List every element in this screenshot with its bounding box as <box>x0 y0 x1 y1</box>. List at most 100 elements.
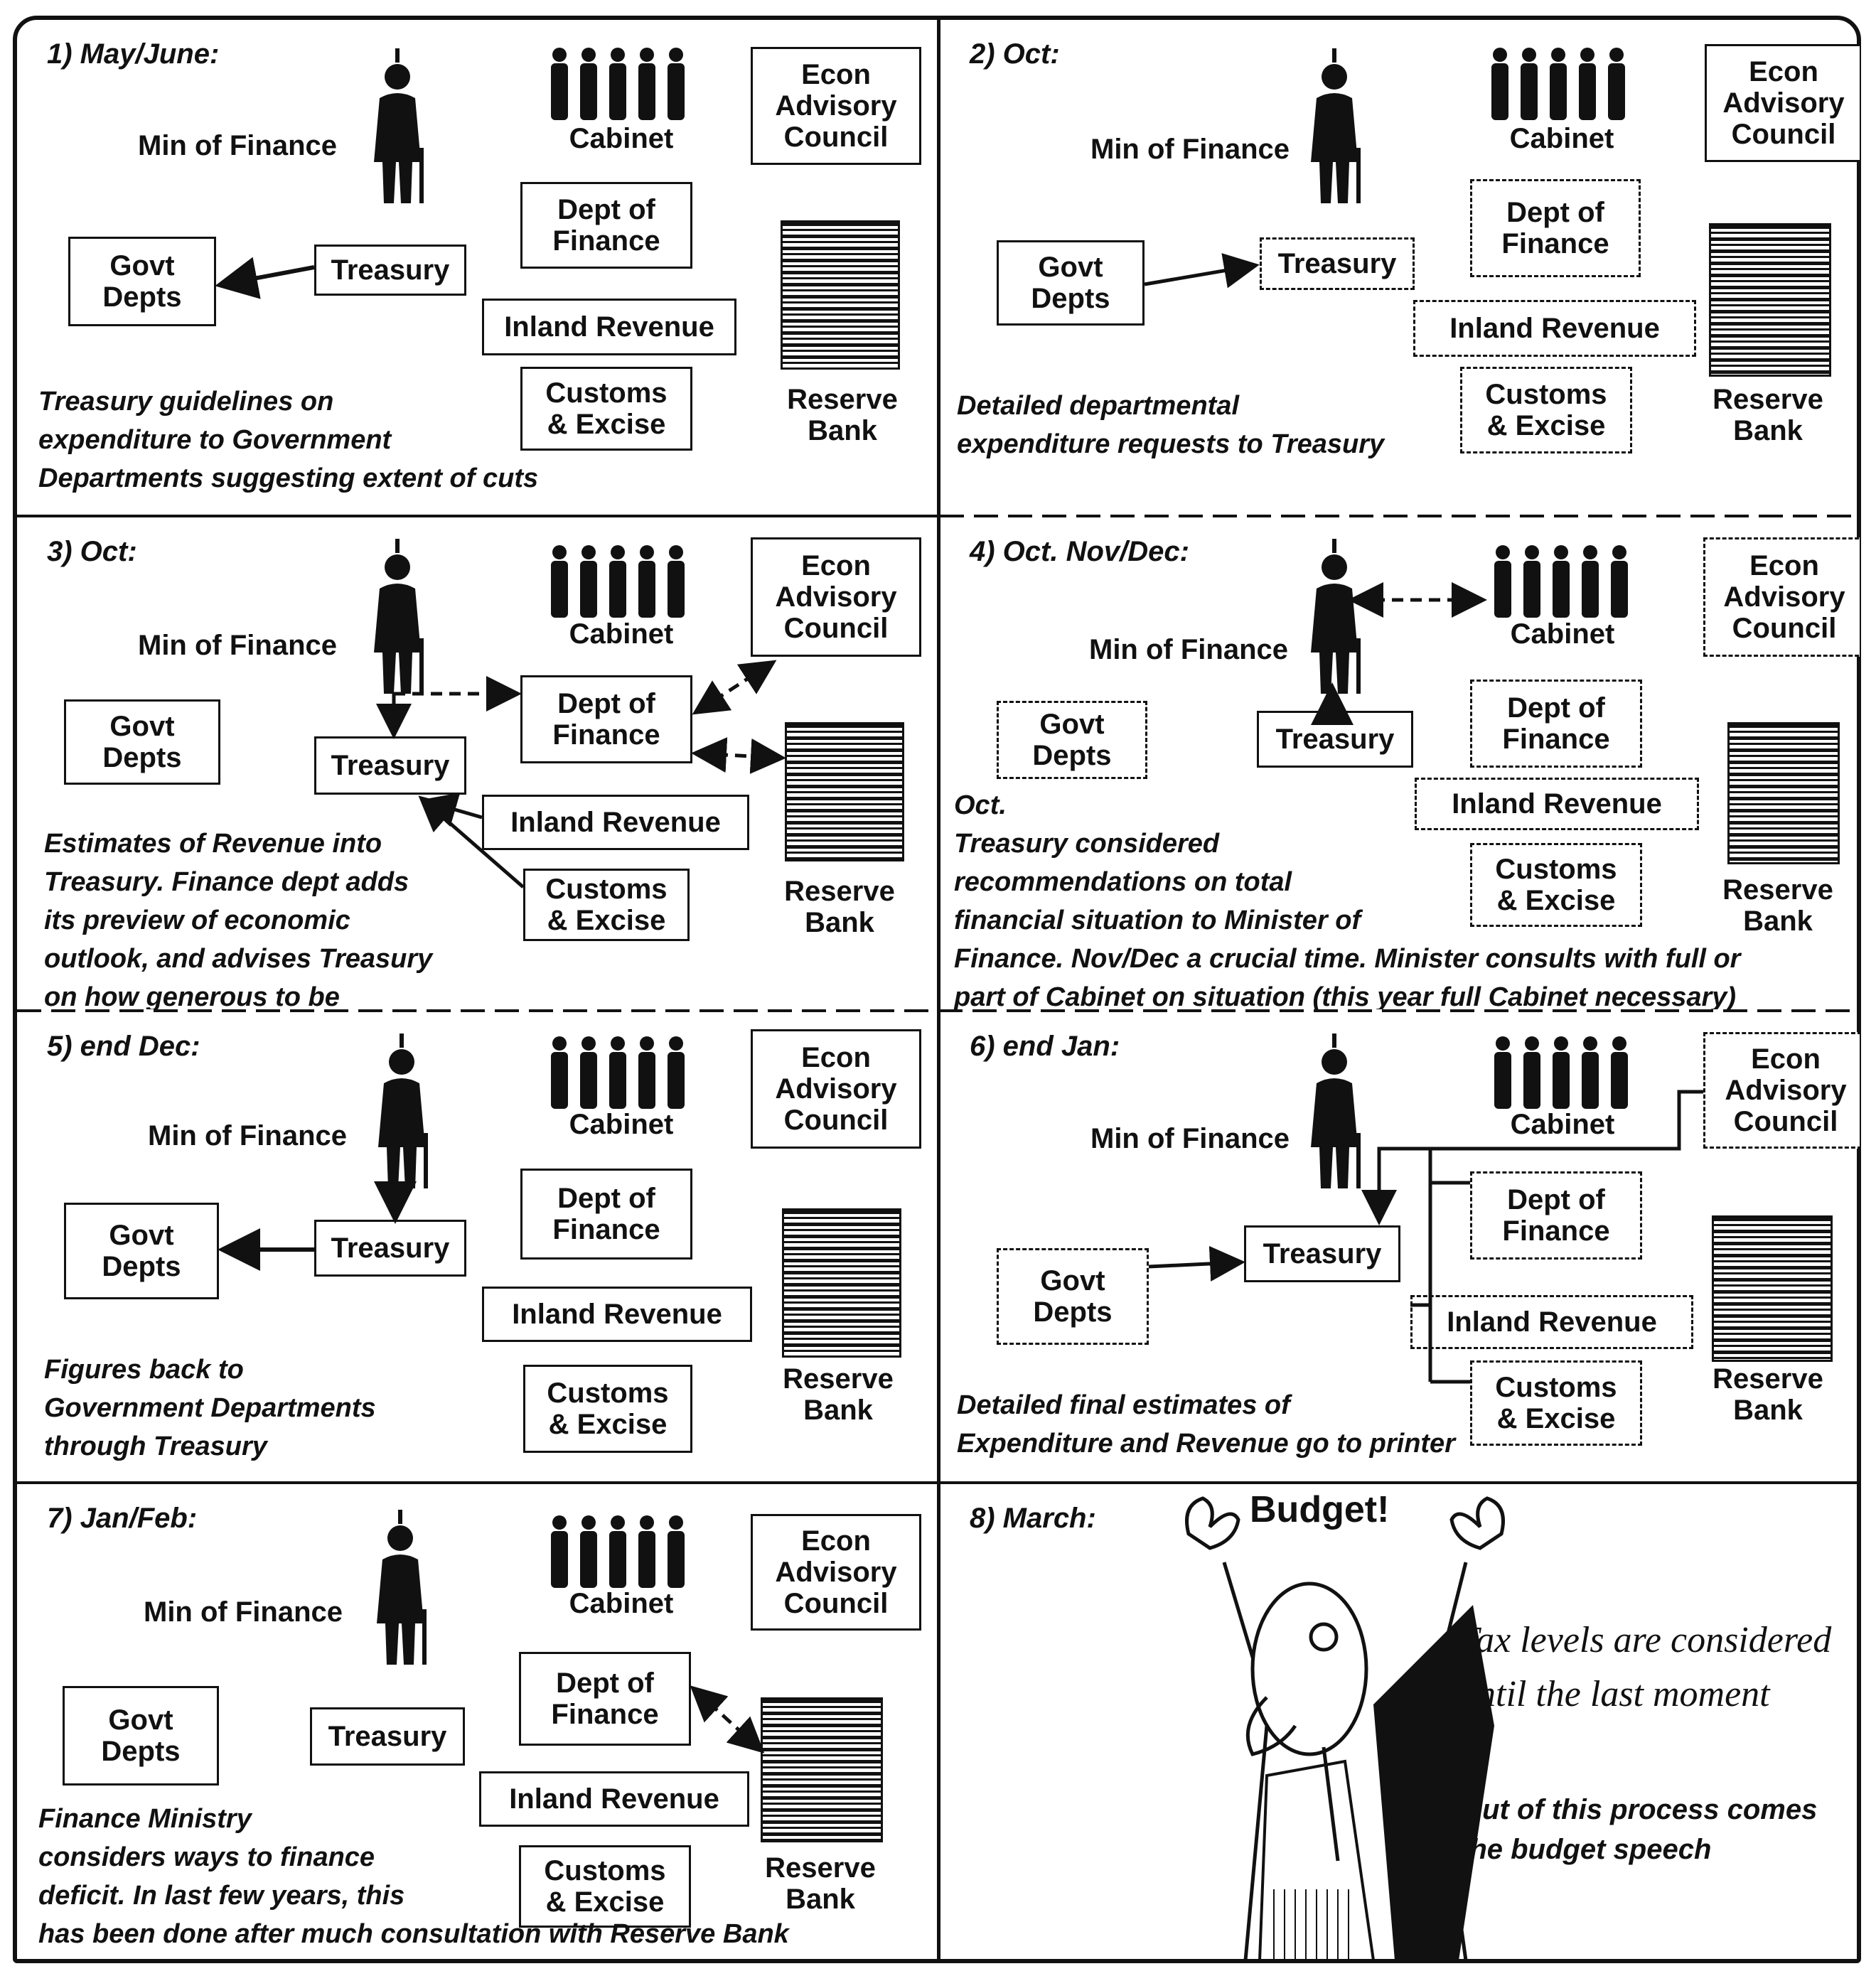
govt-depts-box: Govt Depts <box>997 240 1145 326</box>
govt-depts-box: Govt Depts <box>64 699 220 785</box>
dept-finance-box: Dept of Finance <box>520 1169 692 1260</box>
reserve-bank-label: Reserve Bank <box>1712 1363 1823 1426</box>
column-divider <box>937 16 940 1963</box>
minister-figure <box>374 48 424 203</box>
customs-box: Customs & Excise <box>519 1845 691 1928</box>
cabinet-figures <box>551 545 685 618</box>
row-divider-3 <box>17 1481 1861 1484</box>
panel-step: 1) May/June: <box>47 38 220 70</box>
treasury-box: Treasury <box>314 1220 466 1277</box>
govt-depts-box: Govt Depts <box>68 237 216 326</box>
panel-3: 3) Oct: Min of Finance Cabinet Econ Advi… <box>17 517 937 1009</box>
reserve-bank-label: Reserve Bank <box>765 1852 876 1915</box>
cabinet-figures <box>1494 545 1628 618</box>
minister-figure <box>1311 539 1361 694</box>
econ-council-box: Econ Advisory Council <box>751 1514 921 1631</box>
cabinet-label: Cabinet <box>569 123 674 154</box>
panel-step: 4) Oct. Nov/Dec: <box>970 536 1189 567</box>
min-finance-label: Min of Finance <box>138 630 337 661</box>
customs-box: Customs & Excise <box>523 1365 692 1453</box>
cabinet-figures <box>551 1036 685 1109</box>
coin-stack-icon <box>1709 223 1831 377</box>
treasury-box: Treasury <box>314 736 466 795</box>
dept-finance-box: Dept of Finance <box>520 675 692 763</box>
econ-council-box: Econ Advisory Council <box>1703 537 1860 657</box>
econ-council-box: Econ Advisory Council <box>751 47 921 165</box>
panel-caption: Finance Ministry considers ways to finan… <box>38 1804 789 1949</box>
min-finance-label: Min of Finance <box>144 1596 343 1628</box>
minister-figure <box>378 1033 428 1188</box>
minister-figure <box>374 539 424 694</box>
coin-stack-icon <box>1712 1215 1833 1362</box>
inland-revenue-box: Inland Revenue <box>1410 1295 1693 1349</box>
panel-step: 2) Oct: <box>970 38 1060 70</box>
inland-revenue-box: Inland Revenue <box>479 1771 749 1827</box>
customs-box: Customs & Excise <box>1470 1360 1642 1446</box>
row-divider-1-left <box>17 515 938 517</box>
budget-exclamation: Budget! <box>1250 1489 1390 1530</box>
reserve-bank-label: Reserve Bank <box>784 876 895 938</box>
panel-6: 6) end Jan: Min of Finance Cabinet Econ … <box>940 1012 1860 1481</box>
reserve-bank-label: Reserve Bank <box>1722 874 1833 937</box>
cabinet-label: Cabinet <box>1509 123 1614 154</box>
cabinet-figures <box>551 48 685 120</box>
customs-box: Customs & Excise <box>523 869 690 941</box>
treasury-box: Treasury <box>310 1707 465 1766</box>
cabinet-label: Cabinet <box>569 1109 674 1140</box>
treasury-box: Treasury <box>314 245 466 296</box>
panel-5: 5) end Dec: Min of Finance Cabinet Econ … <box>17 1012 937 1481</box>
inland-revenue-box: Inland Revenue <box>482 299 736 355</box>
panel-2: 2) Oct: Min of Finance Cabinet Econ Advi… <box>940 20 1860 515</box>
inland-revenue-box: Inland Revenue <box>1415 778 1699 830</box>
panel-8: 8) March: Budget! Tax levels are conside… <box>940 1484 1860 1962</box>
panel-4: 4) Oct. Nov/Dec: Min of Finance Cabinet … <box>940 517 1860 1009</box>
panel-caption: Oct. Treasury considered recommendations… <box>954 790 1741 1009</box>
panel-caption: Detailed final estimates of Expenditure … <box>957 1390 1455 1459</box>
govt-depts-box: Govt Depts <box>63 1686 219 1786</box>
panel-step: 6) end Jan: <box>970 1031 1120 1062</box>
row-divider-2 <box>17 1009 1861 1012</box>
customs-box: Customs & Excise <box>520 367 692 451</box>
econ-council-box: Econ Advisory Council <box>751 537 921 657</box>
cabinet-label: Cabinet <box>569 618 674 650</box>
row-divider-1-right <box>940 515 1861 517</box>
panel-step: 8) March: <box>970 1503 1096 1534</box>
treasury-box: Treasury <box>1260 237 1415 290</box>
cabinet-label: Cabinet <box>1510 1109 1615 1140</box>
panel-7: 7) Jan/Feb: Min of Finance Cabinet Econ … <box>17 1484 937 1962</box>
inland-revenue-box: Inland Revenue <box>482 795 749 850</box>
reserve-bank-label: Reserve Bank <box>1712 384 1823 446</box>
coin-stack-icon <box>782 1208 901 1358</box>
panel-1: 1) May/June: Min of Finance Cabinet Econ… <box>17 20 937 515</box>
budget-man-illustration <box>1185 1496 1505 1960</box>
reserve-bank-label: Reserve Bank <box>787 384 898 446</box>
govt-depts-box: Govt Depts <box>997 701 1147 779</box>
econ-council-box: Econ Advisory Council <box>751 1029 921 1149</box>
min-finance-label: Min of Finance <box>148 1120 347 1151</box>
reserve-bank-label: Reserve Bank <box>783 1363 894 1426</box>
minister-figure <box>377 1510 427 1665</box>
customs-box: Customs & Excise <box>1470 843 1642 927</box>
panel-step: 7) Jan/Feb: <box>47 1503 198 1534</box>
minister-figure <box>1311 48 1361 203</box>
minister-figure <box>1311 1033 1361 1188</box>
min-finance-label: Min of Finance <box>1090 134 1290 165</box>
min-finance-label: Min of Finance <box>1090 1123 1290 1154</box>
cabinet-figures <box>1494 1036 1628 1109</box>
dept-finance-box: Dept of Finance <box>520 182 692 269</box>
min-finance-label: Min of Finance <box>1089 634 1288 665</box>
coin-stack-icon <box>781 220 900 370</box>
govt-depts-box: Govt Depts <box>997 1248 1149 1345</box>
panel-step: 5) end Dec: <box>47 1031 200 1062</box>
tax-levels-note: Tax levels are considered until the last… <box>1459 1620 1832 1714</box>
econ-council-box: Econ Advisory Council <box>1703 1032 1860 1149</box>
panel-caption: Figures back to Government Departments t… <box>44 1355 376 1461</box>
dept-finance-box: Dept of Finance <box>1470 680 1642 768</box>
dept-finance-box: Dept of Finance <box>1470 179 1641 277</box>
coin-stack-icon <box>785 722 904 861</box>
customs-box: Customs & Excise <box>1460 367 1632 453</box>
coin-stack-icon <box>761 1697 883 1842</box>
inland-revenue-box: Inland Revenue <box>1413 300 1696 357</box>
govt-depts-box: Govt Depts <box>64 1203 219 1299</box>
cabinet-figures <box>1491 48 1625 120</box>
